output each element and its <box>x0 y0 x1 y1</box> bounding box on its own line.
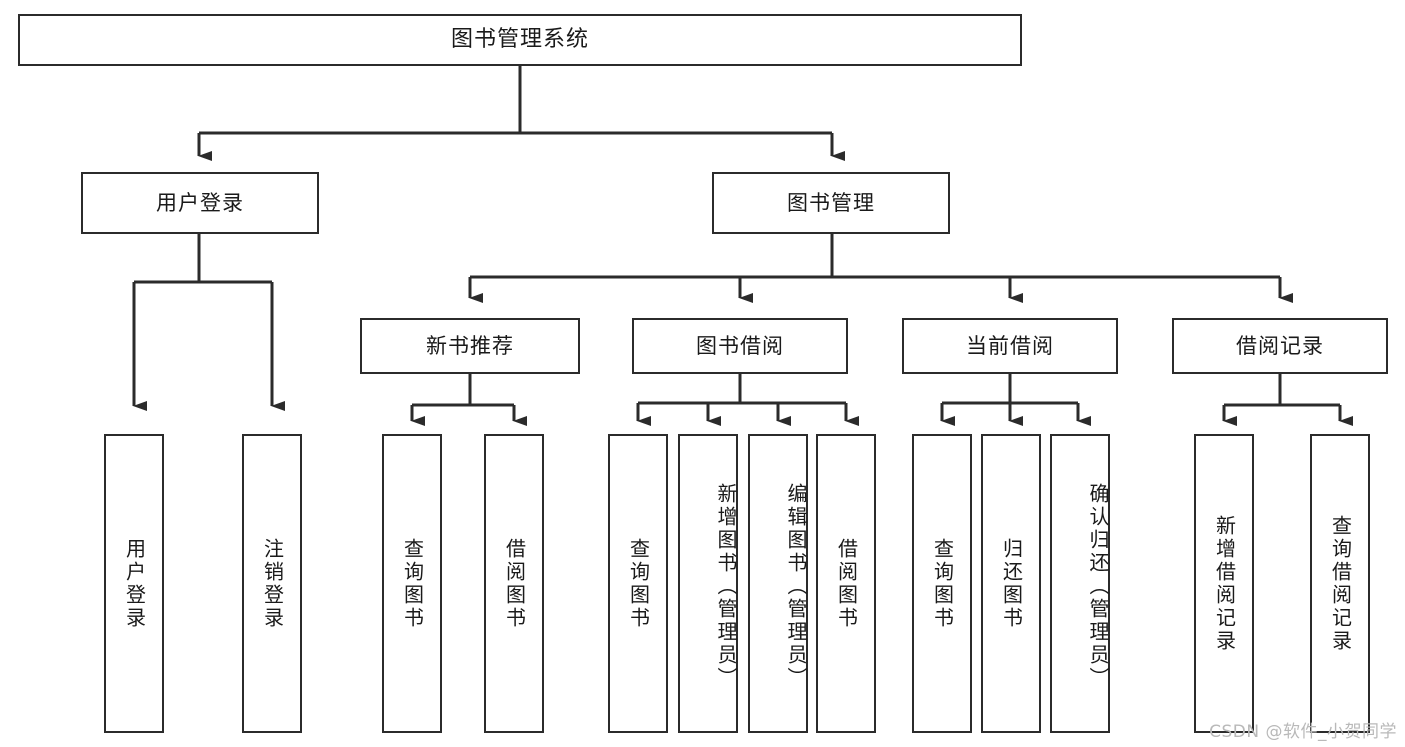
node-book-manage[interactable]: 图书管理 <box>712 172 950 234</box>
leaf-logout-login[interactable]: 注销登录 <box>242 434 302 733</box>
leaf-edit-book[interactable]: 编辑图书（管理员） <box>748 434 808 733</box>
leaf-query-record[interactable]: 查询借阅记录 <box>1310 434 1370 733</box>
node-current-borrow[interactable]: 当前借阅 <box>902 318 1118 374</box>
node-root[interactable]: 图书管理系统 <box>18 14 1022 66</box>
leaf-user-login[interactable]: 用户登录 <box>104 434 164 733</box>
leaf-borrow-book-2[interactable]: 借阅图书 <box>816 434 876 733</box>
leaf-borrow-book-1[interactable]: 借阅图书 <box>484 434 544 733</box>
node-book-borrow[interactable]: 图书借阅 <box>632 318 848 374</box>
watermark: CSDN @软件_小贺同学 <box>1209 722 1397 742</box>
leaf-return-book[interactable]: 归还图书 <box>981 434 1041 733</box>
leaf-query-book-2[interactable]: 查询图书 <box>608 434 668 733</box>
leaf-add-record[interactable]: 新增借阅记录 <box>1194 434 1254 733</box>
leaf-confirm-return[interactable]: 确认归还（管理员） <box>1050 434 1110 733</box>
leaf-add-book[interactable]: 新增图书（管理员） <box>678 434 738 733</box>
leaf-query-book-3[interactable]: 查询图书 <box>912 434 972 733</box>
leaf-query-book-1[interactable]: 查询图书 <box>382 434 442 733</box>
node-user-login[interactable]: 用户登录 <box>81 172 319 234</box>
node-new-book-recommend[interactable]: 新书推荐 <box>360 318 580 374</box>
node-borrow-record[interactable]: 借阅记录 <box>1172 318 1388 374</box>
